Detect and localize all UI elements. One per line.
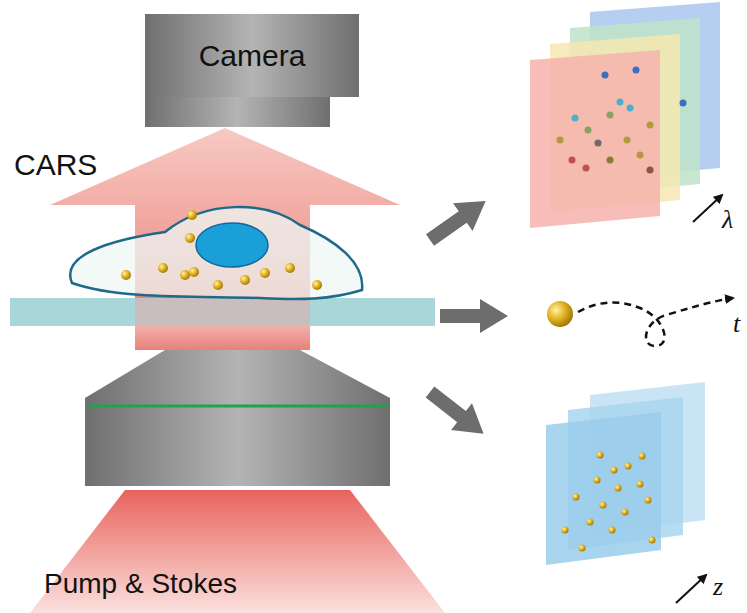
axis-label: λ [722,205,733,235]
camera-box: Camera [145,14,359,97]
cell-outline [70,207,362,299]
objective-body [85,398,390,486]
axis-label: t [733,309,740,339]
gold-nanoparticles [121,210,322,290]
z-axis [676,575,706,603]
camera-lens-mount [145,97,330,127]
output-arrows [420,187,508,447]
cell-nucleus [196,223,268,267]
objective-taper [85,350,390,398]
beam-lower [135,326,310,350]
objective-ring [88,405,387,408]
z-stack [546,382,705,565]
pump-stokes-beam [30,490,445,613]
signal-label: CARS [14,148,97,182]
axis-label: z [713,572,723,602]
tracked-particle [547,301,573,327]
spectral-stack [530,2,720,228]
beam-through-slide [135,298,310,326]
node-text: Camera [199,39,306,73]
lambda-axis [693,195,722,222]
beam-label: Pump & Stokes [44,568,237,600]
particle-trajectory [578,298,733,346]
glass-slide [10,298,435,326]
